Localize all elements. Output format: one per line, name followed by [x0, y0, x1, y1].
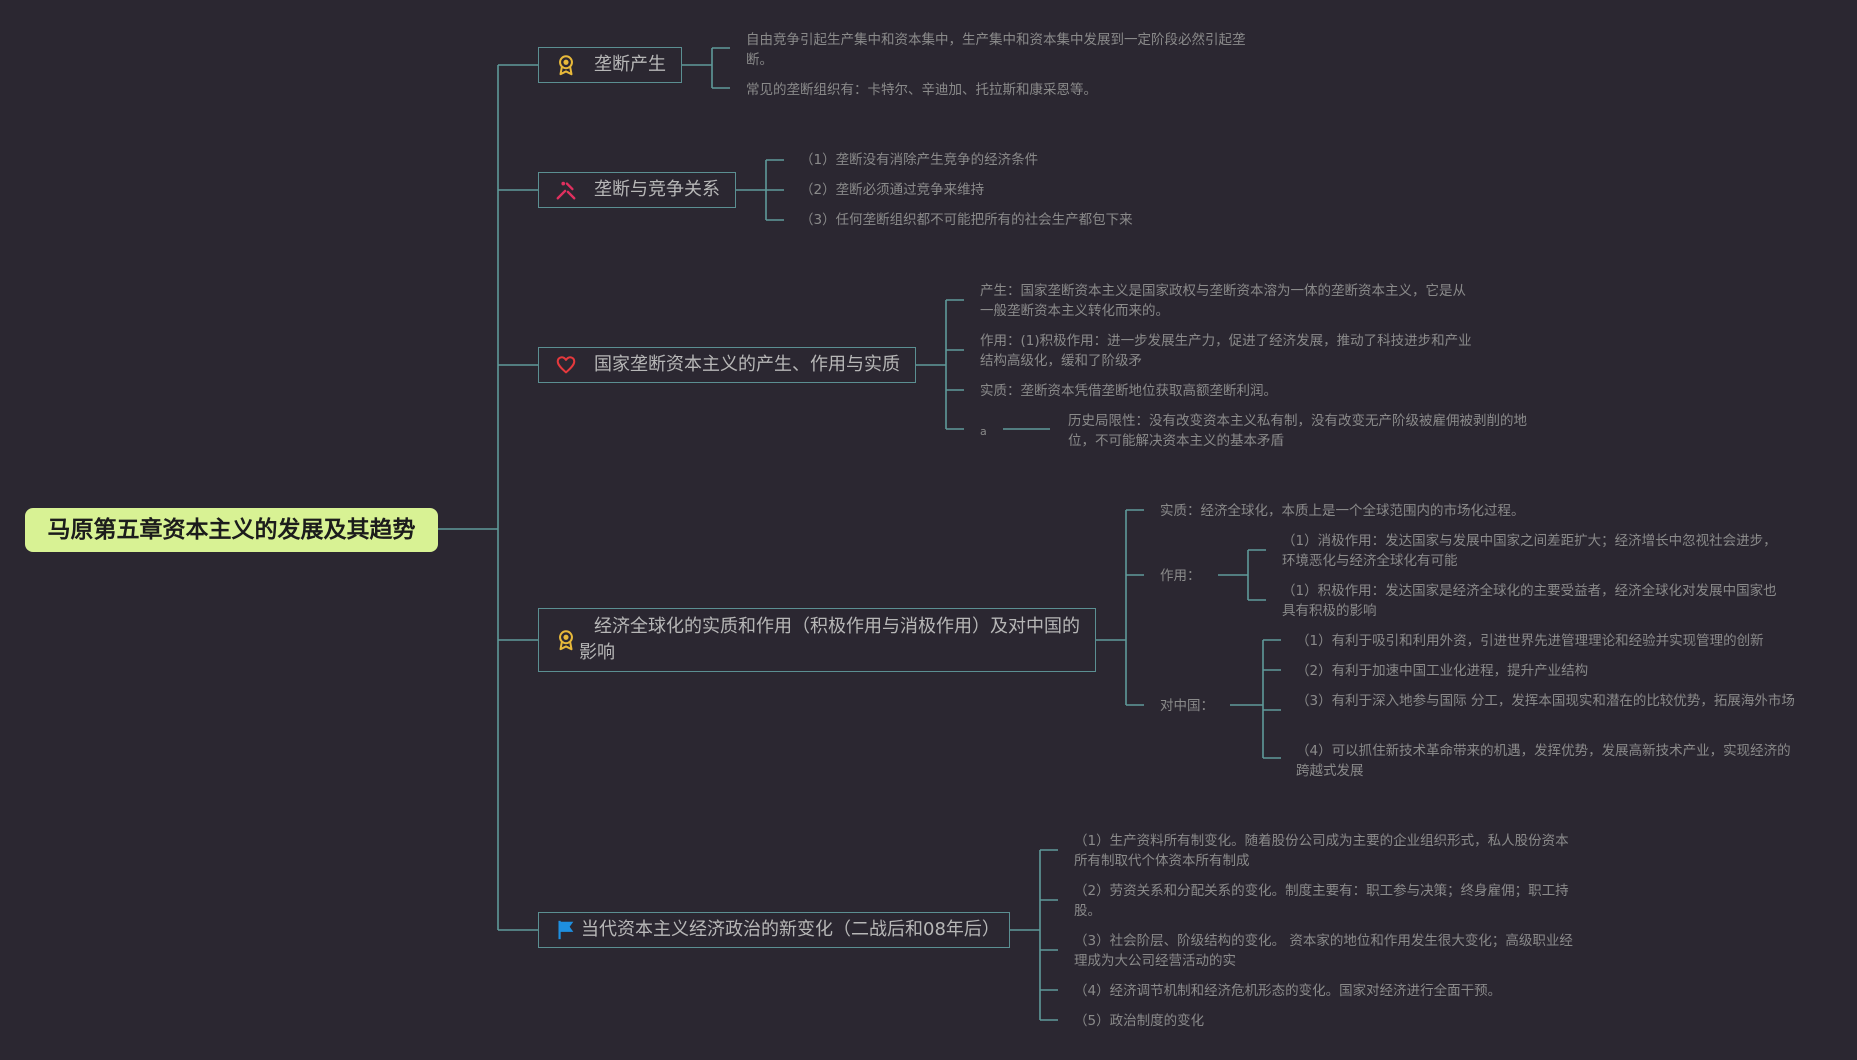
topic-monopoly-competition[interactable]: 垄断与竞争关系 — [538, 172, 736, 208]
tools-icon — [556, 181, 576, 200]
leaf-text: （1）有利于吸引和利用外资，引进世界先进管理理论和经验并实现管理的创新 — [1296, 633, 1764, 649]
leaf-text: （4）经济调节机制和经济危机形态的变化。国家对经济进行全面干预。 — [1074, 983, 1502, 999]
leaf-text: （4）可以抓住新技术革命带来的机遇，发挥优势，发展高新技术产业，实现经济的跨越式… — [1296, 743, 1791, 779]
leaf-text: 实质：经济全球化，本质上是一个全球范围内的市场化过程。 — [1160, 503, 1525, 519]
topic-label: 垄断产生 — [594, 54, 666, 75]
award-ribbon-icon — [559, 55, 573, 76]
flag-icon — [558, 920, 574, 940]
leaf-text: （5）政治制度的变化 — [1074, 1013, 1205, 1029]
leaf-text: 常见的垄断组织有：卡特尔、辛迪加、托拉斯和康采恩等。 — [746, 82, 1097, 98]
leaf-text: （1）垄断没有消除产生竞争的经济条件 — [800, 152, 1039, 168]
leaf-text: （3）有利于深入地参与国际 分工，发挥本国现实和潜在的比较优势，拓展海外市场 — [1296, 693, 1795, 709]
topic-label: 当代资本主义经济政治的新变化（二战后和08年后） — [581, 919, 1000, 940]
leaf-text: 实质：垄断资本凭借垄断地位获取高额垄断利润。 — [980, 383, 1277, 399]
heart-icon — [556, 356, 576, 374]
leaf-text: 自由竞争引起生产集中和资本集中，生产集中和资本集中发展到一定阶段必然引起垄断。 — [746, 32, 1246, 68]
root-node[interactable]: 马原第五章资本主义的发展及其趋势 — [25, 508, 438, 552]
leaf-text: （2）垄断必须通过竞争来维持 — [800, 182, 985, 198]
leaf-text: 历史局限性：没有改变资本主义私有制，没有改变无产阶级被雇佣被剥削的地位，不可能解… — [1068, 413, 1527, 449]
leaf-text: （2）劳资关系和分配关系的变化。制度主要有：职工参与决策；终身雇佣；职工持股。 — [1074, 883, 1569, 919]
award-ribbon-icon — [559, 630, 573, 651]
topic-contemporary-capitalism-changes[interactable]: 当代资本主义经济政治的新变化（二战后和08年后） — [538, 912, 1010, 948]
leaf-text: 产生：国家垄断资本主义是国家政权与垄断资本溶为一体的垄断资本主义，它是从一般垄断… — [980, 283, 1466, 319]
leaf-text: a — [980, 425, 987, 438]
topic-state-monopoly-capitalism[interactable]: 国家垄断资本主义的产生、作用与实质 — [538, 347, 916, 383]
leaf-label: 作用： — [1160, 568, 1201, 584]
topic-economic-globalization[interactable]: 经济全球化的实质和作用（积极作用与消极作用）及对中国的影响 — [538, 608, 1096, 672]
topic-label: 垄断与竞争关系 — [594, 179, 720, 200]
leaf-text: （2）有利于加速中国工业化进程，提升产业结构 — [1296, 663, 1589, 679]
leaf-text: （1）消极作用：发达国家与发展中国家之间差距扩大；经济增长中忽视社会进步，环境恶… — [1282, 533, 1777, 569]
topic-monopoly-origin[interactable]: 垄断产生 — [538, 47, 682, 83]
leaf-text: 作用：(1)积极作用：进一步发展生产力，促进了经济发展，推动了科技进步和产业结构… — [980, 333, 1472, 369]
leaf-text: （3）社会阶层、阶级结构的变化。 资本家的地位和作用发生很大变化；高级职业经理成… — [1074, 933, 1573, 969]
leaf-text: （1）积极作用：发达国家是经济全球化的主要受益者，经济全球化对发展中国家也具有积… — [1282, 583, 1777, 619]
topic-label: 国家垄断资本主义的产生、作用与实质 — [594, 354, 900, 375]
topic-label: 经济全球化的实质和作用（积极作用与消极作用）及对中国的影响 — [579, 616, 1080, 663]
leaf-text: （3）任何垄断组织都不可能把所有的社会生产都包下来 — [800, 212, 1133, 228]
leaf-label: 对中国： — [1160, 698, 1214, 714]
leaf-text: （1）生产资料所有制变化。随着股份公司成为主要的企业组织形式，私人股份资本所有制… — [1074, 833, 1569, 869]
